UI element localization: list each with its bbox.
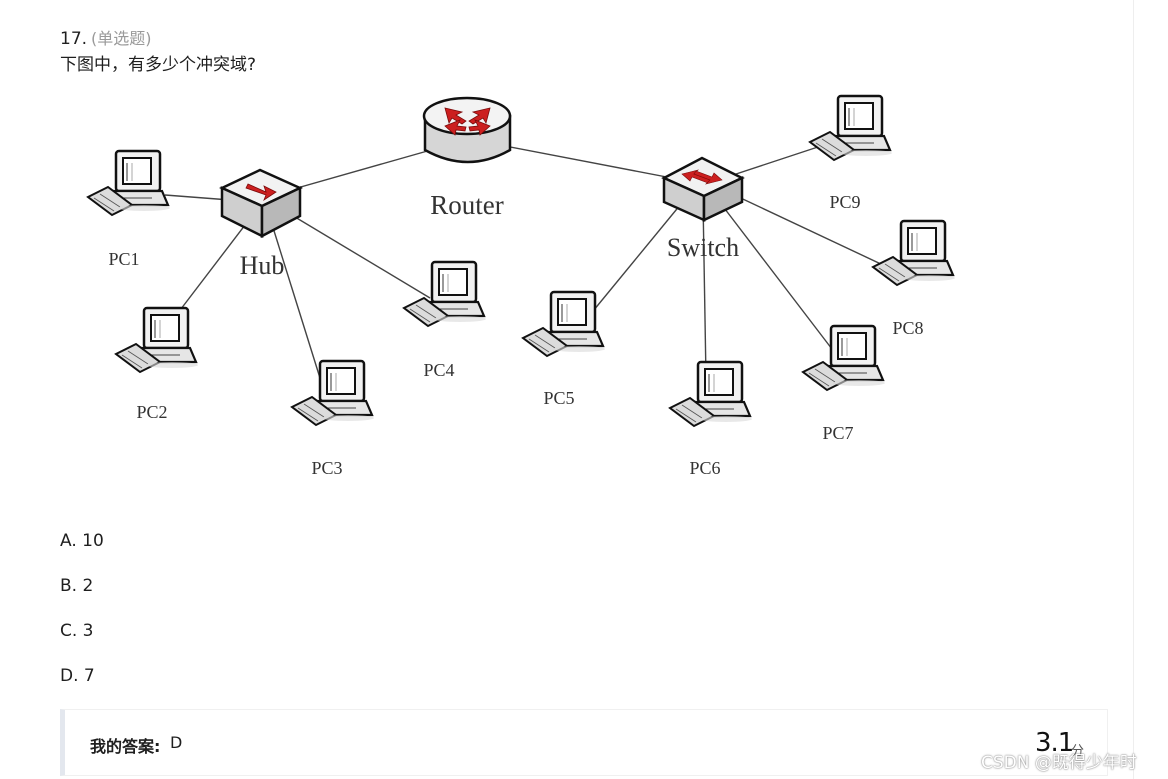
pc6: PC6	[668, 360, 754, 478]
option-a[interactable]: A. 10	[60, 531, 104, 551]
pc8: PC8	[871, 219, 957, 338]
switch-label: Switch	[667, 233, 739, 262]
pc1: PC1	[86, 149, 172, 269]
option-c[interactable]: C. 3	[60, 621, 94, 641]
question-type: (单选题)	[91, 29, 152, 48]
question-number: 17.	[60, 29, 88, 49]
score-unit: 分	[1071, 744, 1085, 759]
my-answer-panel: 我的答案: D 3.1 分	[60, 709, 1108, 776]
pc2-label: PC2	[136, 402, 167, 422]
pc8-label: PC8	[892, 318, 923, 338]
pc9-label: PC9	[829, 192, 860, 212]
link-pc8-switch	[729, 192, 901, 274]
question-header: 17.(单选题)	[60, 28, 152, 50]
pc1-label: PC1	[108, 249, 139, 269]
right-scroll-edge	[1133, 0, 1168, 779]
link-pc1-hub	[164, 194, 231, 201]
router-device: Router	[422, 96, 512, 220]
switch-arrows-icon	[681, 169, 723, 185]
hub-arrow-icon	[245, 183, 277, 202]
network-diagram: Router Hub Switch PC1 P	[86, 94, 957, 478]
question-text: 下图中，有多少个冲突域?	[60, 55, 257, 75]
pc6-label: PC6	[689, 458, 720, 478]
csdn-watermark: CSDN @既得少年时	[981, 753, 1137, 773]
pc4: PC4	[402, 260, 488, 380]
option-d[interactable]: D. 7	[60, 666, 95, 686]
hub-device: Hub	[219, 168, 303, 280]
hub-label: Hub	[240, 251, 285, 280]
network-links	[154, 142, 901, 379]
link-pc9-switch	[729, 142, 831, 177]
pc5-label: PC5	[543, 388, 574, 408]
pc3-label: PC3	[311, 458, 342, 478]
switch-device: Switch	[661, 156, 745, 262]
router-arrows-icon	[444, 107, 491, 136]
option-b[interactable]: B. 2	[60, 576, 94, 596]
my-answer-value: D	[170, 733, 183, 752]
my-answer-label: 我的答案:	[90, 737, 161, 756]
pc9: PC9	[808, 94, 894, 212]
link-pc4-hub	[279, 207, 431, 299]
link-pc3-hub	[269, 217, 321, 379]
score-value: 3.1	[1035, 728, 1074, 758]
link-pc6-switch	[702, 199, 707, 379]
router-label: Router	[430, 190, 504, 220]
pc5: PC5	[521, 290, 607, 408]
link-pc7-switch	[714, 195, 836, 354]
pc3: PC3	[290, 359, 376, 478]
pc7-label: PC7	[822, 423, 853, 443]
pc4-label: PC4	[423, 360, 454, 380]
pc2: PC2	[114, 306, 200, 422]
pc7: PC7	[801, 324, 887, 443]
